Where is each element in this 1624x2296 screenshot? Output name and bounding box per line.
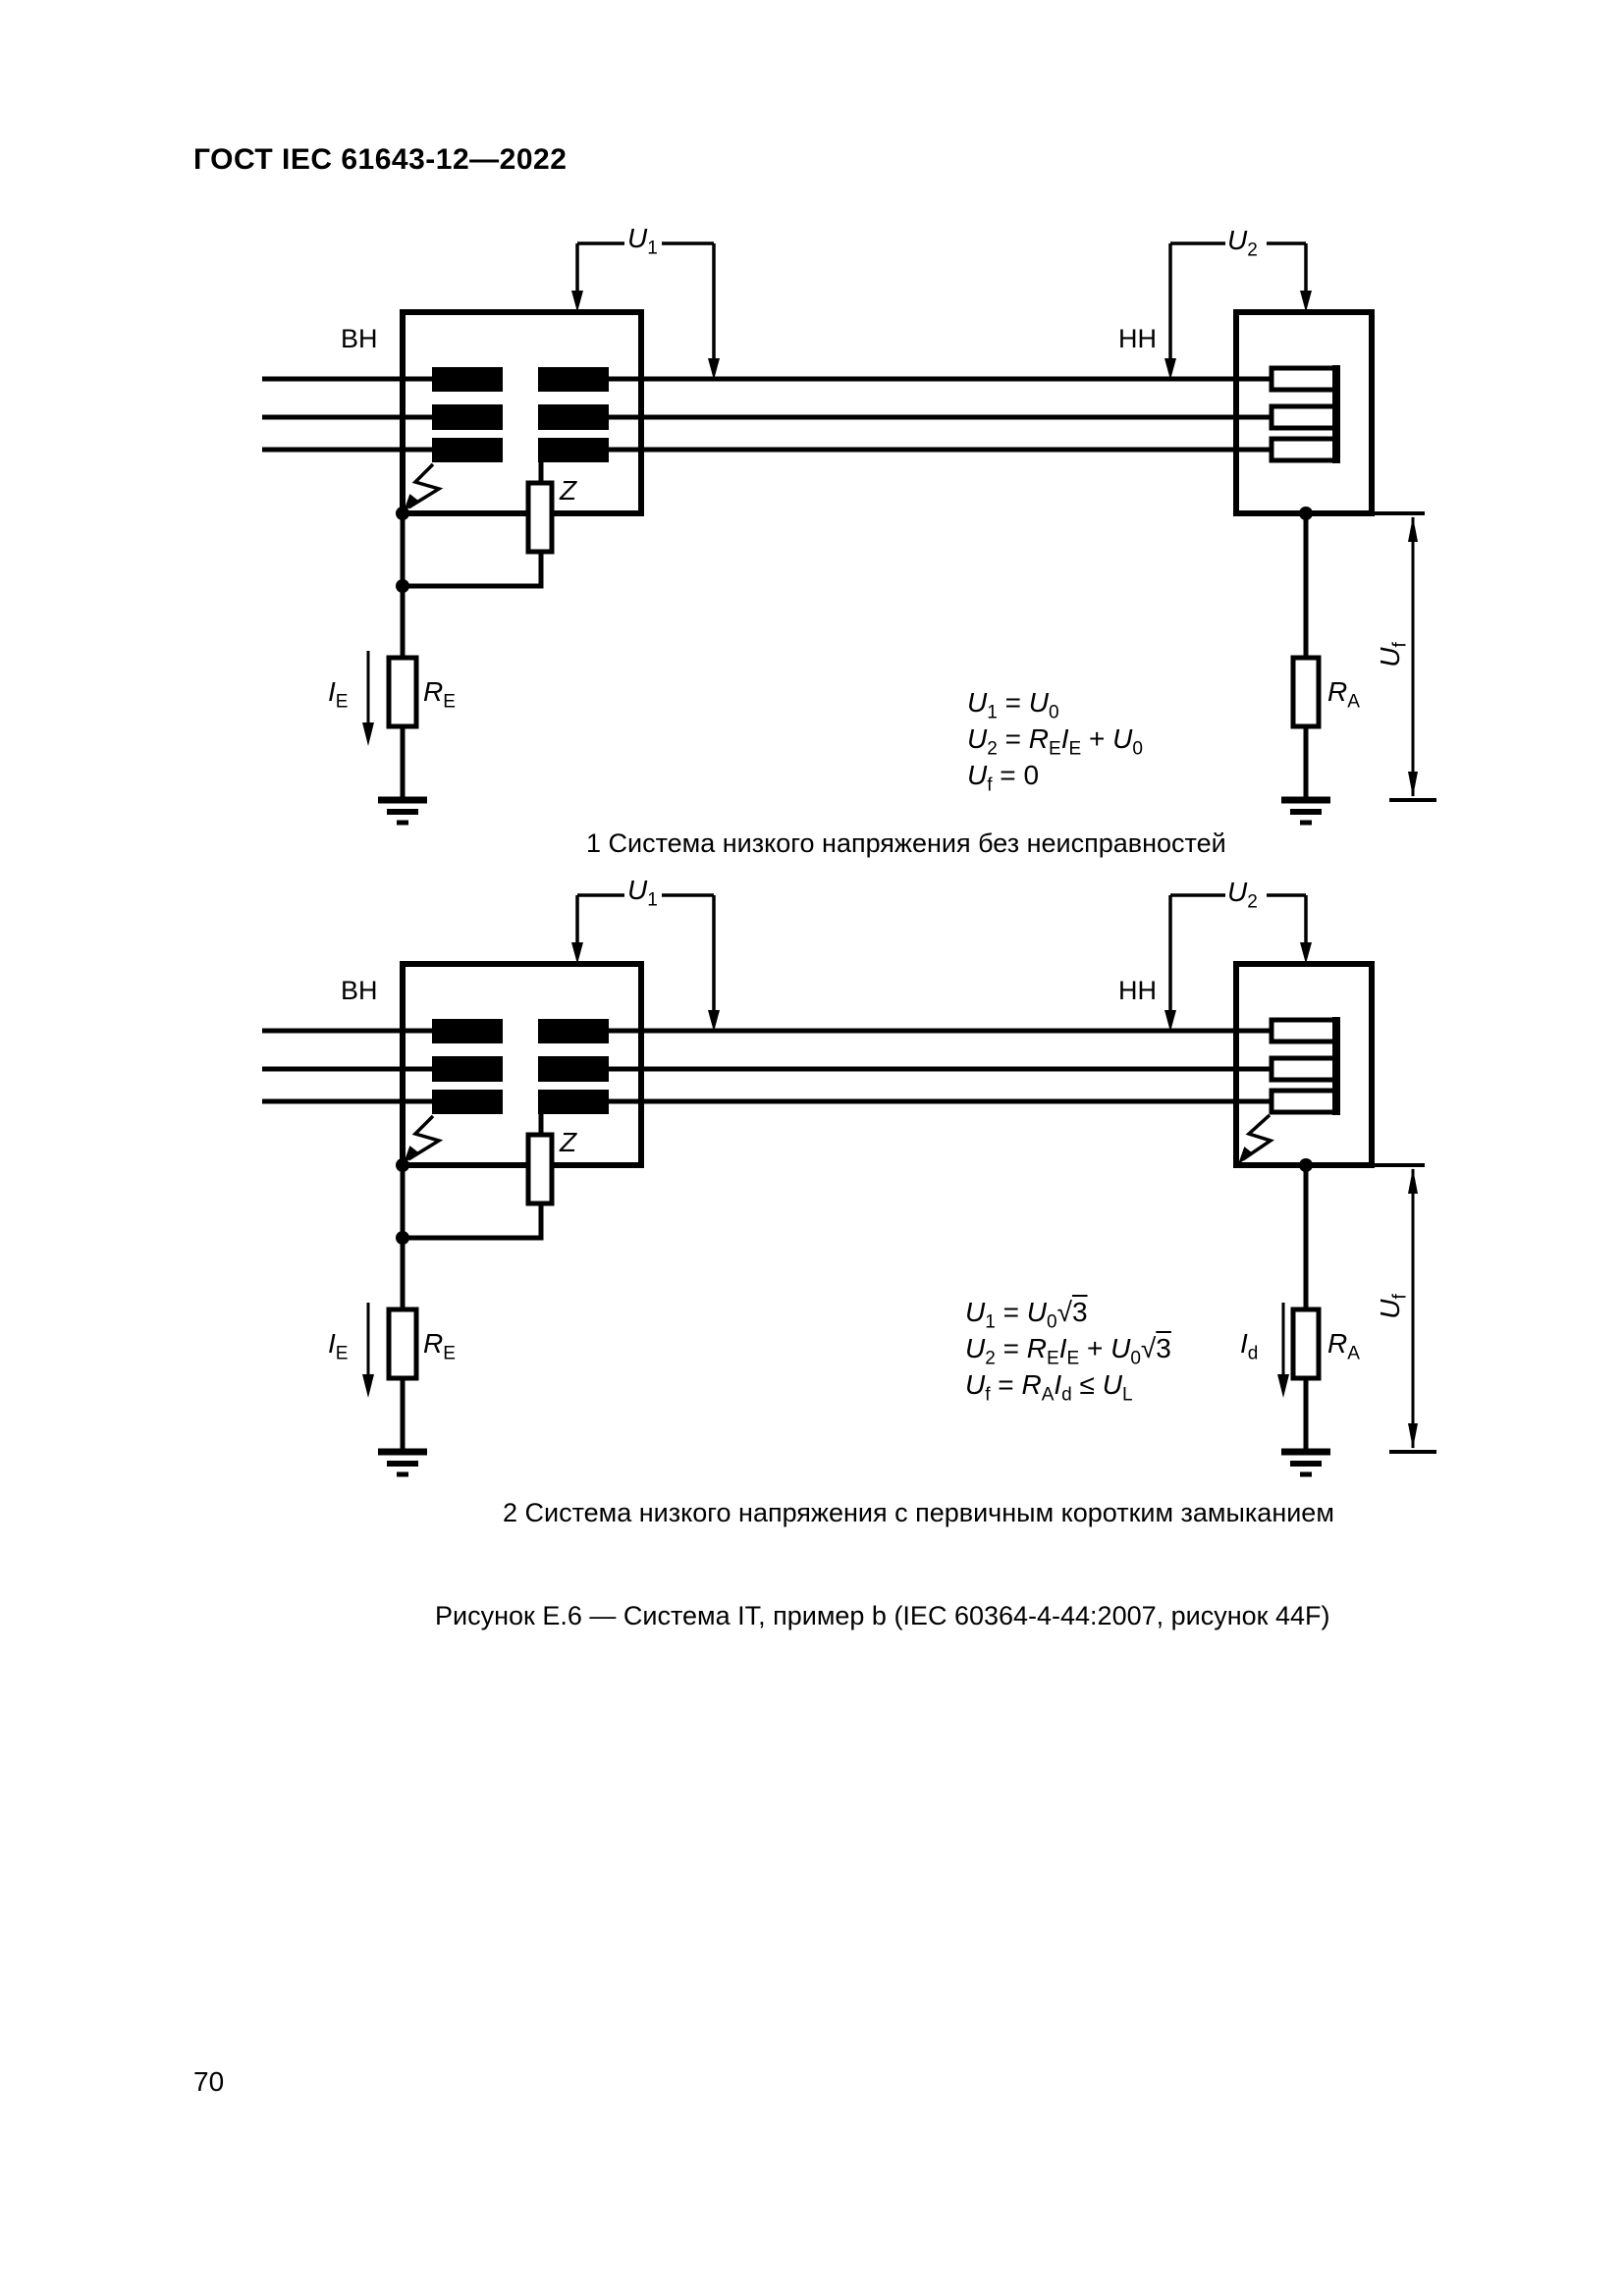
current-id-label-d2: Id (1240, 1328, 1259, 1364)
voltage-uf-label-d2: Uf (1374, 1294, 1411, 1319)
voltage-u1-label-d2: U1 (627, 875, 658, 911)
formula-line: U1 = U0 (967, 687, 1059, 723)
resistor-ra-label-d1: RA (1327, 676, 1360, 713)
diagram-1 (262, 243, 1436, 823)
formula-line: U2 = REIE + U0√3 (965, 1333, 1171, 1369)
formula-block-d2: U1 = U0√3 U2 = REIE + U0√3 Uf = RAId ≤ U… (965, 1297, 1171, 1407)
voltage-uf-label-d1: Uf (1374, 642, 1411, 667)
fault-arrow-load (1238, 1113, 1274, 1164)
subcaption-2: 2 Система низкого напряжения с первичным… (503, 1498, 1334, 1527)
formula-line: Uf = 0 (967, 760, 1040, 796)
diagram-2 (262, 895, 1436, 1474)
resistor-re-label-d1: RE (423, 676, 456, 713)
formula-line: Uf = RAId ≤ UL (965, 1369, 1133, 1406)
resistor-re-label-d2: RE (423, 1328, 456, 1364)
formula-line: U1 = U0√3 (965, 1297, 1088, 1333)
voltage-u1-label-d1: U1 (627, 223, 658, 259)
page-header: ГОСТ IEC 61643-12—2022 (193, 143, 568, 176)
hv-side-label-d2: ВН (341, 976, 378, 1005)
current-ie-label-d1: IE (328, 676, 349, 713)
current-id-arrow (1277, 1303, 1289, 1398)
figure-caption: Рисунок Е.6 — Система IT, пример b (IEC … (435, 1601, 1330, 1630)
lv-side-label-d1: НН (1118, 324, 1157, 353)
hv-side-label-d1: ВН (341, 324, 378, 353)
impedance-z-label-d2: Z (560, 1127, 577, 1157)
resistor-ra-label-d2: RA (1327, 1328, 1360, 1364)
formula-block-d1: U1 = U0 U2 = REIE + U0 Uf = 0 (967, 687, 1143, 797)
lv-side-label-d2: НН (1118, 976, 1157, 1005)
page-number: 70 (193, 2066, 225, 2097)
voltage-u2-label-d1: U2 (1227, 225, 1258, 261)
current-ie-label-d2: IE (328, 1328, 349, 1364)
formula-line: U2 = REIE + U0 (967, 723, 1143, 760)
voltage-u2-label-d2: U2 (1227, 877, 1258, 913)
subcaption-1: 1 Система низкого напряжения без неиспра… (586, 828, 1226, 858)
impedance-z-label-d1: Z (560, 475, 577, 506)
